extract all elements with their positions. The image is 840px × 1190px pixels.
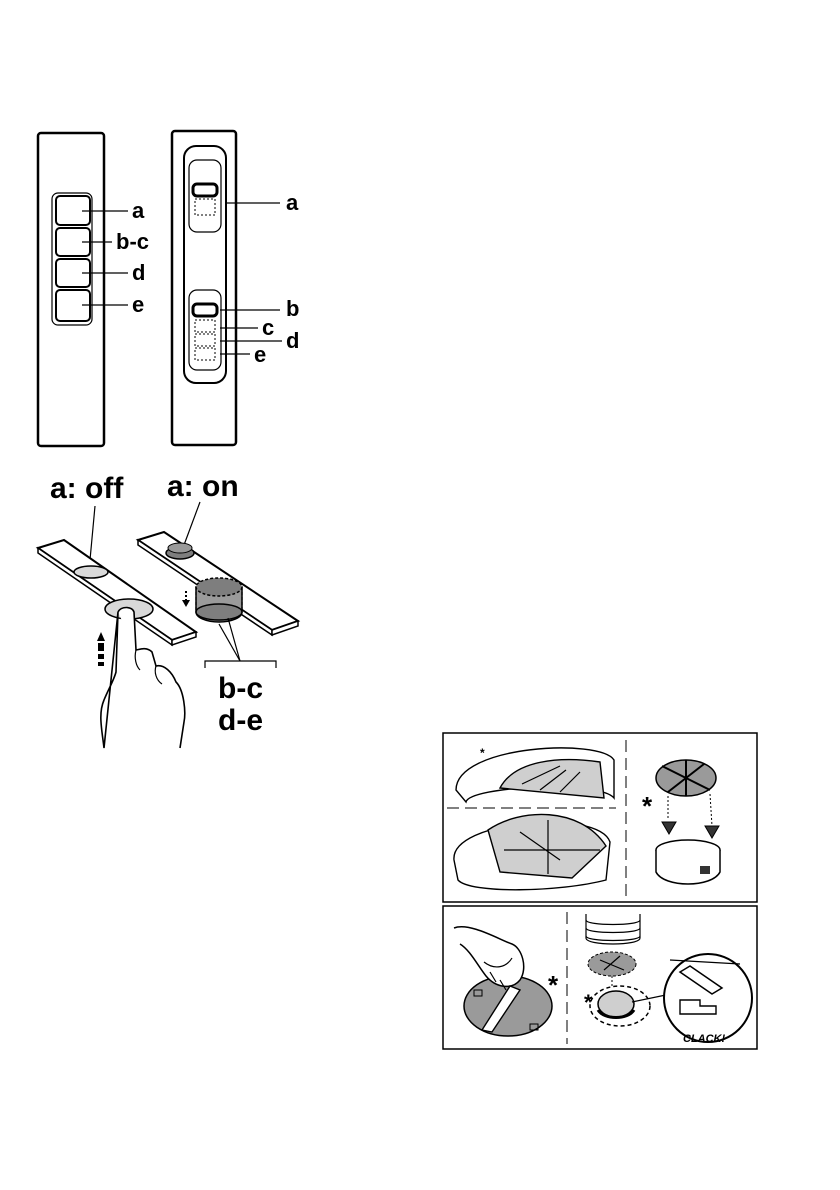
arrow-down-icon — [182, 591, 190, 607]
filter-instructions-bottom-box: * * CLACK! — [443, 906, 757, 1049]
slider-control-panel: a b c d e — [172, 131, 299, 445]
asterisk-bottom-left: * — [548, 970, 559, 1000]
label-c: c — [262, 315, 274, 340]
label-speeds-b-c: b-c — [218, 672, 263, 705]
label-d: d — [286, 328, 299, 353]
knob-illustration: a: off a: on — [38, 470, 298, 748]
label-a: a — [132, 198, 145, 223]
label-b-c: b-c — [116, 229, 149, 254]
motor-duct — [586, 914, 640, 944]
label-a: a — [286, 190, 299, 215]
filter-ring — [656, 850, 720, 884]
carbon-filter-installed — [598, 991, 634, 1017]
label-a-off: a: off — [50, 472, 124, 505]
arrow-up-icon — [97, 632, 105, 666]
label-b: b — [286, 296, 299, 321]
asterisk-top: * — [642, 791, 653, 821]
svg-text:*: * — [480, 746, 485, 760]
label-a-on: a: on — [167, 470, 239, 503]
label-d: d — [132, 260, 145, 285]
detail-zoom-circle — [664, 954, 752, 1042]
filter-instructions-top-box: * * — [443, 733, 757, 902]
clack-label: CLACK! — [683, 1033, 725, 1045]
label-e: e — [132, 292, 144, 317]
push-button-control-panel: a b-c d e — [38, 133, 149, 446]
slider-knob-speed[interactable] — [193, 304, 217, 316]
label-e: e — [254, 342, 266, 367]
slider-knob-a[interactable] — [193, 184, 217, 196]
label-speeds-d-e: d-e — [218, 704, 263, 737]
